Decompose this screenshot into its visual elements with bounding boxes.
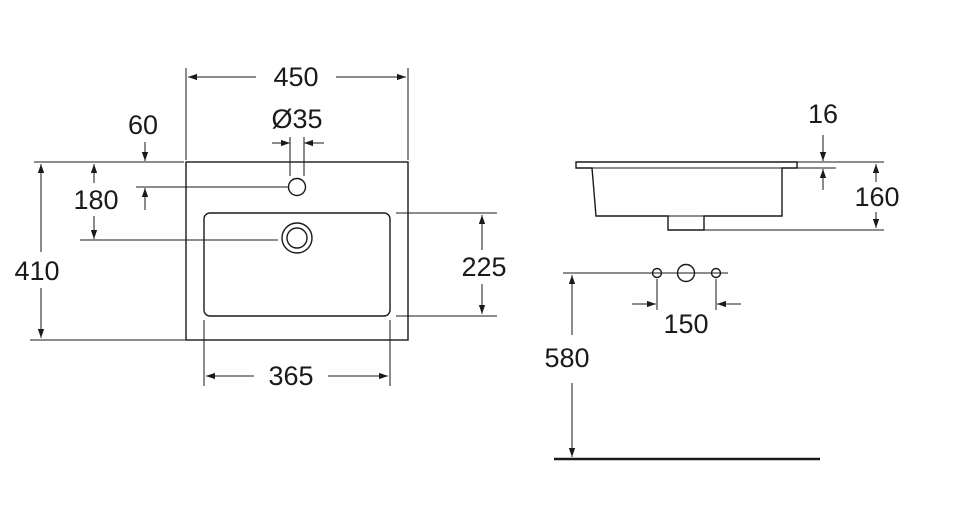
label-bowl-depth: 225 bbox=[461, 252, 506, 282]
tap-hole bbox=[287, 177, 307, 197]
basin-profile bbox=[575, 161, 798, 231]
tap-right bbox=[710, 267, 722, 279]
label-overall-width: 450 bbox=[273, 62, 318, 92]
dimension-labels: 450 Ø35 60 180 410 225 365 16 160 150 58… bbox=[14, 62, 899, 391]
drain-inner bbox=[286, 227, 308, 249]
side-view bbox=[575, 161, 798, 231]
tap-center bbox=[676, 263, 696, 283]
extension-lines bbox=[30, 68, 497, 386]
tap-layout bbox=[554, 263, 820, 461]
label-tap-hole-diameter: Ø35 bbox=[271, 104, 322, 134]
label-tap-spacing: 150 bbox=[663, 309, 708, 339]
label-basin-height: 160 bbox=[854, 182, 899, 212]
drain-outer bbox=[281, 222, 313, 254]
top-view bbox=[185, 161, 409, 341]
dimension-lines bbox=[37, 73, 486, 380]
label-overall-depth: 410 bbox=[14, 256, 59, 286]
tap-left bbox=[651, 267, 663, 279]
label-bowl-width: 365 bbox=[268, 361, 313, 391]
bowl-outline bbox=[203, 212, 391, 317]
side-extension-lines bbox=[704, 161, 884, 231]
label-mounting-height: 580 bbox=[544, 343, 589, 373]
side-dimension-lines bbox=[819, 135, 880, 228]
label-tap-hole-offset: 60 bbox=[128, 110, 158, 140]
label-drain-offset: 180 bbox=[73, 185, 118, 215]
label-rim-thickness: 16 bbox=[808, 99, 838, 129]
basin-outline bbox=[185, 161, 409, 341]
